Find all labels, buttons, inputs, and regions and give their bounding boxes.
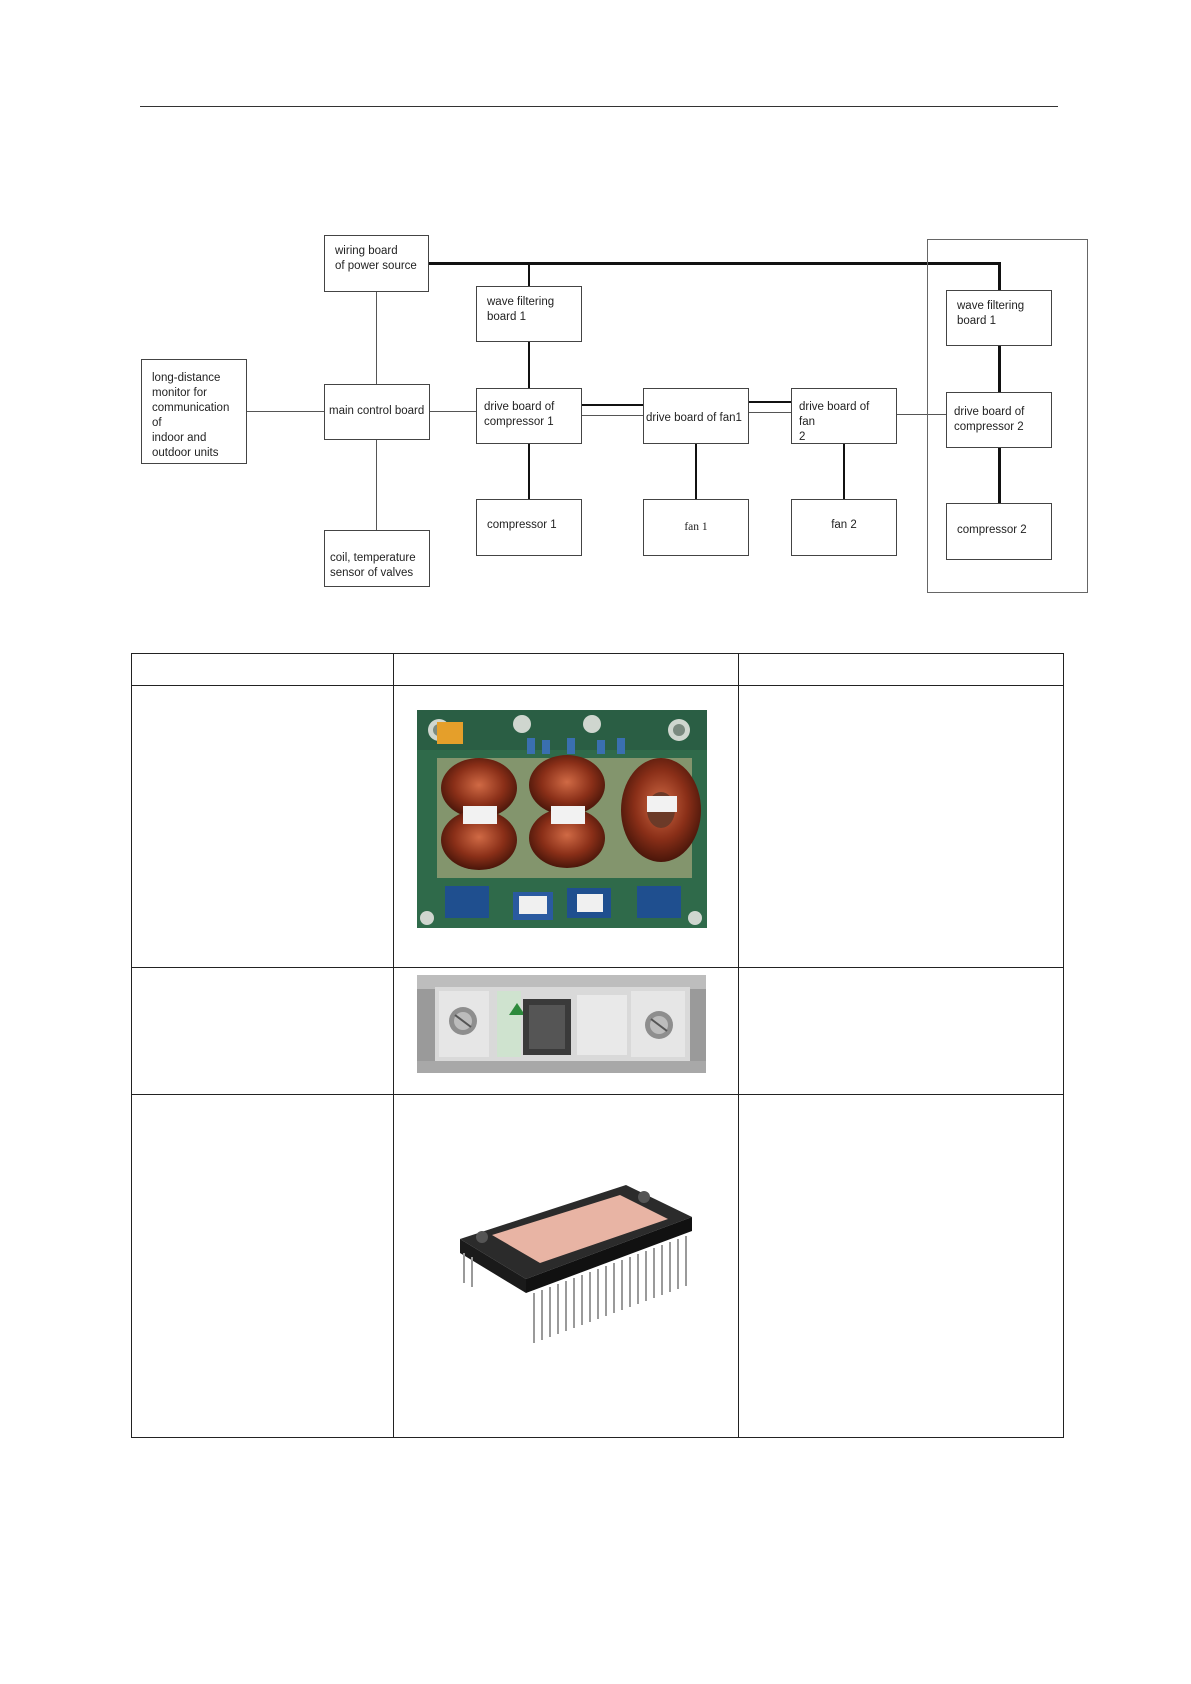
fan-1-label: fan 1 — [654, 520, 738, 535]
compressor-1-box: compressor 1 — [476, 499, 582, 556]
wave-filter-1-line-2: board 1 — [487, 310, 571, 325]
chain-line-a-bottom — [582, 415, 644, 416]
filter-board-illustration — [417, 710, 707, 928]
part-image-cell — [394, 686, 739, 968]
wiring-board-line-1: wiring board — [335, 244, 418, 259]
header-rule — [140, 106, 1058, 107]
drive-comp-2-line-1: drive board of — [954, 405, 1041, 420]
fan-2-label: fan 2 — [802, 518, 886, 533]
main-to-sensor-line — [376, 439, 377, 531]
remote-monitor-box: long-distance monitor for communication … — [141, 359, 247, 464]
part-name-cell — [132, 1095, 394, 1438]
sensor-line-1: coil, temperature — [330, 551, 419, 566]
compressor-1-label: compressor 1 — [487, 518, 571, 533]
drive-comp-1-line-2: compressor 1 — [484, 415, 571, 430]
main-control-board-box: main control board — [324, 384, 430, 440]
drive-board-fan-2-box: drive board of fan 2 — [791, 388, 897, 444]
part-image-cell — [394, 1095, 739, 1438]
table-header-cell — [739, 654, 1064, 686]
table-row — [132, 968, 1064, 1095]
terminal-block-photo — [417, 975, 706, 1073]
compressor-2-label: compressor 2 — [957, 523, 1041, 538]
part-image-cell — [394, 968, 739, 1095]
part-notes-cell — [739, 1095, 1064, 1438]
wave-filter-2-line-1: wave filtering — [957, 299, 1041, 314]
filter1-to-drive-line — [528, 341, 530, 390]
fan-2-box: fan 2 — [791, 499, 897, 556]
drive-to-fan2-line — [843, 444, 845, 500]
wave-filter-1-box: wave filtering board 1 — [476, 286, 582, 342]
chain-line-a-top — [582, 404, 644, 406]
table-header-cell — [394, 654, 739, 686]
part-name-cell — [132, 968, 394, 1095]
parts-table — [131, 653, 1064, 1438]
drive-to-compressor1-line — [528, 444, 530, 500]
drive-to-fan1-line — [695, 444, 697, 500]
main-to-drive1-line — [429, 411, 477, 412]
wiring-to-main-line — [376, 292, 377, 384]
wave-filtering-board-photo — [417, 710, 707, 928]
remote-monitor-line-3: communication of — [152, 401, 236, 431]
part-notes-cell — [739, 686, 1064, 968]
table-header-row — [132, 654, 1064, 686]
chain-line-b-bottom — [748, 412, 792, 413]
wiring-board-line-2: of power source — [335, 259, 418, 274]
ipm-module-illustration — [430, 1173, 700, 1358]
temperature-sensor-box: coil, temperature sensor of valves — [324, 530, 430, 587]
sensor-line-2: sensor of valves — [330, 566, 419, 581]
drive-fan-1-label: drive board of fan1 — [646, 411, 746, 426]
drive-fan-2-line-2: 2 — [799, 430, 886, 445]
remote-monitor-line-1: long-distance — [152, 371, 236, 386]
drive-board-fan-1-box: drive board of fan1 — [643, 388, 749, 444]
power-line-to-filter-1 — [528, 262, 530, 286]
drive-fan-2-line-1: drive board of fan — [799, 400, 886, 430]
drive-board-compressor-2-box: drive board of compressor 2 — [946, 392, 1052, 448]
drive-comp-1-line-1: drive board of — [484, 400, 571, 415]
main-control-board-label: main control board — [329, 404, 425, 419]
remote-monitor-line-5: outdoor units — [152, 446, 236, 461]
table-row — [132, 686, 1064, 968]
drive-board-compressor-1-box: drive board of compressor 1 — [476, 388, 582, 444]
power-line-main — [429, 262, 1000, 265]
remote-monitor-line-4: indoor and — [152, 431, 236, 446]
wave-filter-2-box: wave filtering board 1 — [946, 290, 1052, 346]
fan-1-box: fan 1 — [643, 499, 749, 556]
compressor-2-box: compressor 2 — [946, 503, 1052, 560]
part-name-cell — [132, 686, 394, 968]
drive-comp-2-line-2: compressor 2 — [954, 420, 1041, 435]
wiring-board-box: wiring board of power source — [324, 235, 429, 292]
table-row — [132, 1095, 1064, 1438]
terminal-block-illustration — [417, 975, 706, 1073]
part-notes-cell — [739, 968, 1064, 1095]
chain-line-b-top — [748, 401, 792, 403]
ipm-module-photo — [430, 1173, 700, 1358]
wave-filter-1-line-1: wave filtering — [487, 295, 571, 310]
remote-monitor-line-2: monitor for — [152, 386, 236, 401]
wave-filter-2-line-2: board 1 — [957, 314, 1041, 329]
main-to-monitor-line — [247, 411, 325, 412]
table-header-cell — [132, 654, 394, 686]
